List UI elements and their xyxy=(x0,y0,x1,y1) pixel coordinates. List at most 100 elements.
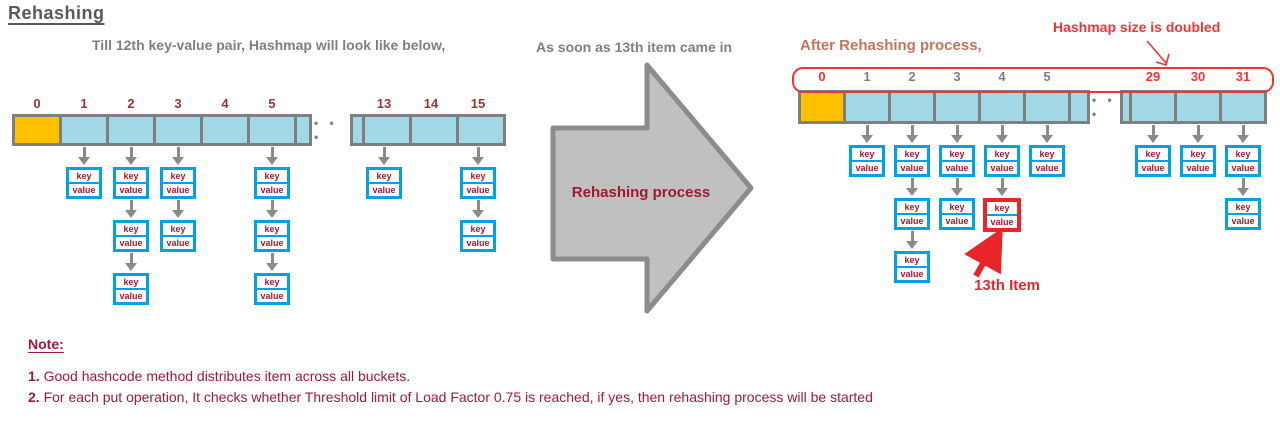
kv-key-label: key xyxy=(123,224,139,234)
kv-value-label: value xyxy=(257,288,287,302)
index-ring-highlight xyxy=(792,67,1274,93)
note-item-1-text: Good hashcode method distributes item ac… xyxy=(39,368,411,384)
bucket-cell-2 xyxy=(106,117,153,143)
kv-value-label: value xyxy=(257,235,287,249)
kv-key-label: key xyxy=(1235,149,1251,159)
kv-key-label: key xyxy=(1235,202,1251,212)
down-arrow-icon xyxy=(125,147,137,166)
down-arrow-icon xyxy=(996,178,1008,197)
note-heading: Note: xyxy=(28,336,64,352)
kv-key-label: key xyxy=(904,149,920,159)
down-arrow-icon xyxy=(125,253,137,272)
left-array-segment-1 xyxy=(12,114,312,146)
kv-value-label: value xyxy=(852,160,882,174)
kv-value-label: value xyxy=(987,160,1017,174)
kv-value-label: value xyxy=(1032,160,1062,174)
note-item-2-text: For each put operation, It checks whethe… xyxy=(39,389,873,405)
bucket-cell-4 xyxy=(200,117,247,143)
index-label-29: 29 xyxy=(1145,69,1161,84)
bucket-cell-1 xyxy=(59,117,106,143)
thirteenth-item-label: 13th Item xyxy=(974,277,1040,294)
note-item-2: 2. For each put operation, It checks whe… xyxy=(28,389,873,405)
bucket-cell-1 xyxy=(843,93,888,121)
down-arrow-icon xyxy=(1192,125,1204,144)
kv-key-label: key xyxy=(949,149,965,159)
down-arrow-icon xyxy=(266,253,278,272)
bucket-cell-29 xyxy=(1129,93,1174,121)
down-arrow-icon xyxy=(266,200,278,219)
kv-value-label: value xyxy=(257,182,287,196)
bucket-cell-13 xyxy=(362,117,409,143)
kv-value-label: value xyxy=(116,288,146,302)
kv-value-label: value xyxy=(69,182,99,196)
right-caption: After Rehashing process, xyxy=(800,37,982,54)
kv-value-label: value xyxy=(463,235,493,249)
kv-value-label: value xyxy=(163,235,193,249)
index-label-5: 5 xyxy=(268,96,276,111)
kv-key-label: key xyxy=(264,224,280,234)
bucket-cell-partial xyxy=(1068,93,1087,121)
down-arrow-icon xyxy=(996,125,1008,144)
index-label-2: 2 xyxy=(908,69,916,84)
bucket-cell-3 xyxy=(153,117,200,143)
down-arrow-icon xyxy=(1237,178,1249,197)
left-array: • • • xyxy=(12,114,506,146)
big-right-arrow-icon xyxy=(550,62,754,314)
kv-key-label: key xyxy=(1190,149,1206,159)
bucket-cell-partial xyxy=(353,117,362,143)
right-array-segment-2 xyxy=(1120,90,1267,124)
left-caption: Till 12th key-value pair, Hashmap will l… xyxy=(92,37,446,53)
down-arrow-icon xyxy=(125,200,137,219)
kv-value-label: value xyxy=(897,160,927,174)
kv-value-label: value xyxy=(1138,160,1168,174)
index-label-1: 1 xyxy=(863,69,871,84)
kv-key-label: key xyxy=(264,277,280,287)
bucket-cell-31 xyxy=(1219,93,1264,121)
down-arrow-icon xyxy=(951,125,963,144)
index-label-2: 2 xyxy=(127,96,135,111)
bucket-cell-30 xyxy=(1174,93,1219,121)
kv-key-label: key xyxy=(994,203,1010,213)
kv-key-label: key xyxy=(949,202,965,212)
kv-key-label: key xyxy=(123,277,139,287)
bucket-cell-5 xyxy=(1023,93,1068,121)
kv-key-label: key xyxy=(264,171,280,181)
kv-key-label: key xyxy=(376,171,392,181)
index-label-30: 30 xyxy=(1190,69,1206,84)
kv-key-label: key xyxy=(170,224,186,234)
kv-value-label: value xyxy=(116,235,146,249)
bucket-cell-14 xyxy=(409,117,456,143)
index-label-3: 3 xyxy=(174,96,182,111)
kv-value-label: value xyxy=(163,182,193,196)
down-arrow-icon xyxy=(906,178,918,197)
index-label-13: 13 xyxy=(376,96,392,111)
down-arrow-icon xyxy=(172,147,184,166)
index-label-0: 0 xyxy=(818,69,826,84)
middle-caption: As soon as 13th item came in xyxy=(536,39,733,55)
left-array-segment-2 xyxy=(350,114,506,146)
